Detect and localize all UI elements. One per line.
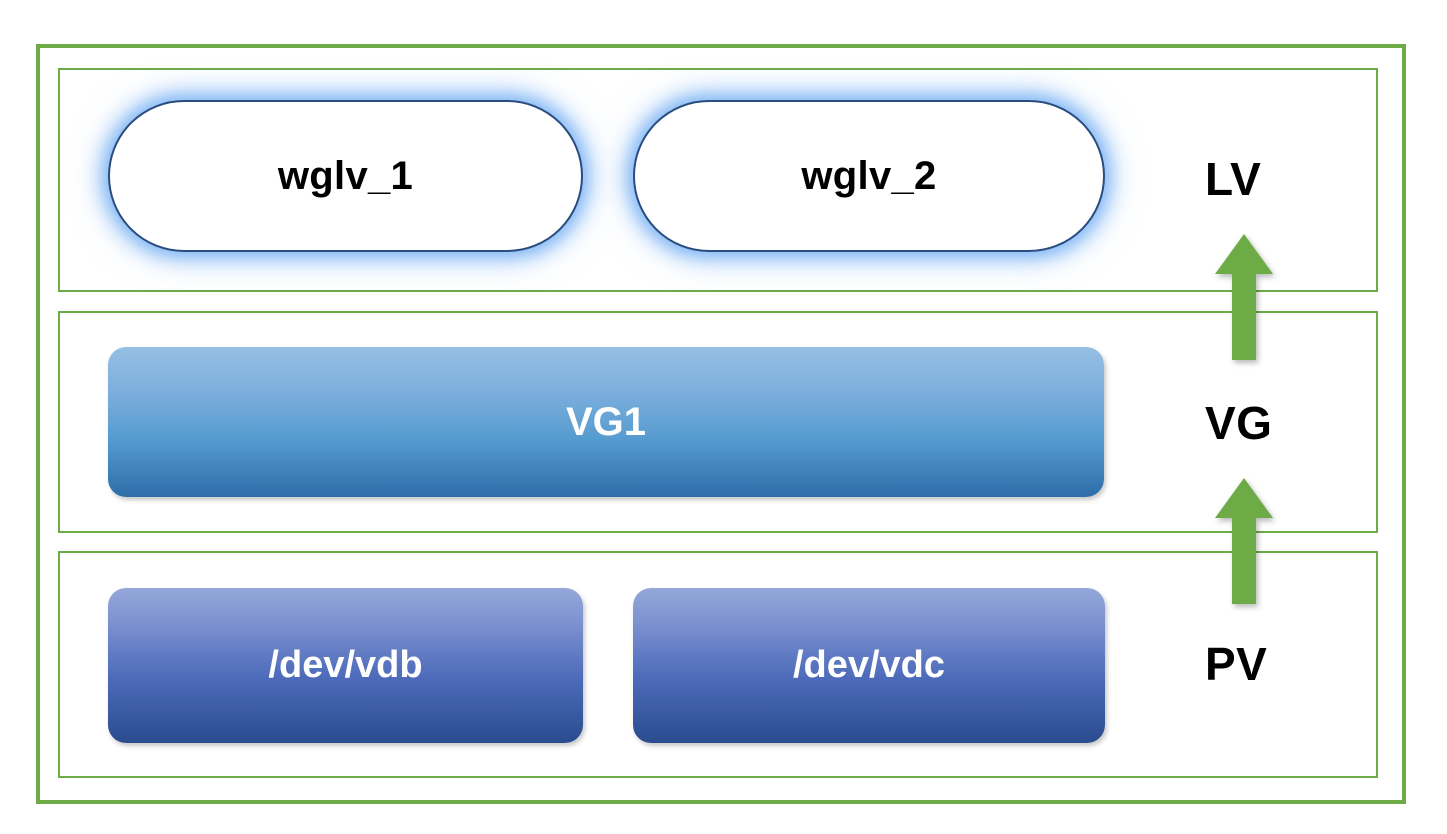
lv-box-label: wglv_2 [801, 153, 937, 198]
layer-caption-pv: PV [1205, 638, 1268, 690]
pv-box-dev-vdc[interactable]: /dev/vdc [633, 588, 1105, 743]
arrow-up-icon-pv-to-vg [1213, 476, 1275, 606]
lv-box-wglv-2[interactable]: wglv_2 [633, 100, 1105, 252]
pv-box-dev-vdb[interactable]: /dev/vdb [108, 588, 583, 743]
arrow-up-icon-vg-to-lv [1213, 232, 1275, 362]
vg-box-label: VG1 [565, 399, 647, 444]
pv-box-label: /dev/vdb [268, 644, 423, 686]
pv-box-label: /dev/vdc [792, 644, 946, 686]
lv-box-wglv-1[interactable]: wglv_1 [108, 100, 583, 252]
lv-box-label: wglv_1 [277, 153, 414, 198]
layer-caption-lv: LV [1205, 153, 1262, 205]
vg-box-vg1[interactable]: VG1 [108, 347, 1104, 497]
layer-caption-vg: VG [1205, 397, 1273, 449]
